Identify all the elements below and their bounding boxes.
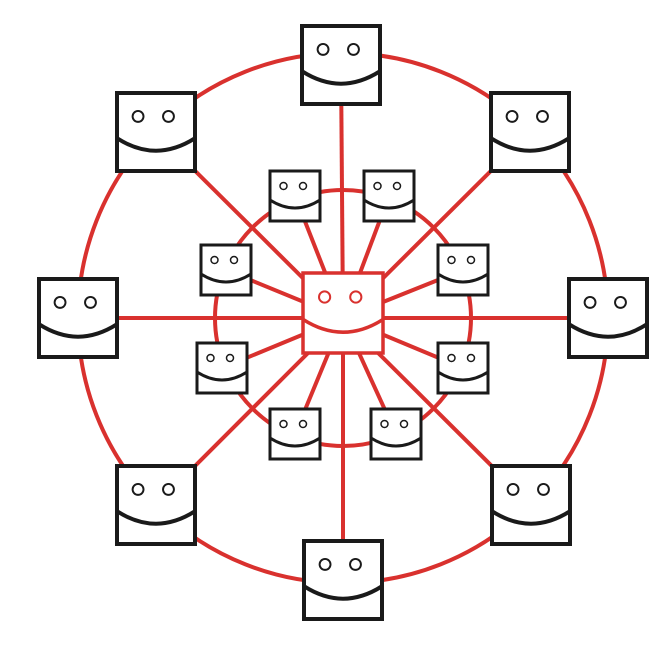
right-eye-icon xyxy=(399,419,409,429)
smile-mouth-icon xyxy=(370,436,422,448)
face-box xyxy=(37,277,119,359)
left-eye-icon xyxy=(316,42,330,56)
left-eye-icon xyxy=(279,419,288,429)
left-eye-icon xyxy=(279,181,288,191)
right-eye-icon xyxy=(84,295,97,309)
smile-mouth-icon xyxy=(490,509,572,526)
right-eye-icon xyxy=(349,290,363,304)
left-eye-icon xyxy=(583,295,597,309)
right-eye-icon xyxy=(392,181,402,191)
inner-face-node-4 xyxy=(436,243,490,297)
smile-mouth-icon xyxy=(200,272,252,284)
inner-face-node-5 xyxy=(195,341,249,395)
smile-mouth-icon xyxy=(37,322,119,339)
left-eye-icon xyxy=(447,255,456,265)
inner-face-node-7 xyxy=(268,407,322,461)
smile-mouth-icon xyxy=(437,272,489,284)
face-box xyxy=(436,341,490,395)
outer-face-node-5 xyxy=(567,277,649,359)
inner-face-node-6 xyxy=(436,341,490,395)
outer-face-node-3 xyxy=(489,91,571,173)
right-eye-icon xyxy=(298,181,308,191)
right-eye-icon xyxy=(349,557,362,571)
face-box xyxy=(195,341,249,395)
outer-face-node-7 xyxy=(490,464,572,546)
left-eye-icon xyxy=(210,255,219,265)
smile-mouth-icon xyxy=(489,136,571,153)
left-eye-icon xyxy=(447,353,456,363)
right-eye-icon xyxy=(614,295,627,309)
inner-face-node-1 xyxy=(268,169,322,223)
inner-ring-circle xyxy=(213,188,473,448)
smile-mouth-icon xyxy=(115,136,197,153)
smile-mouth-icon xyxy=(196,370,248,382)
outer-face-node-8 xyxy=(302,539,384,621)
right-eye-icon xyxy=(162,109,175,123)
outer-face-node-1 xyxy=(300,24,382,106)
outer-face-node-4 xyxy=(37,277,119,359)
face-box xyxy=(490,464,572,546)
left-eye-icon xyxy=(318,557,332,571)
right-eye-icon xyxy=(466,353,476,363)
smile-mouth-icon xyxy=(363,198,415,210)
face-box xyxy=(489,91,571,173)
left-eye-icon xyxy=(380,419,389,429)
smile-mouth-icon xyxy=(302,317,384,334)
face-nodes xyxy=(37,24,649,621)
face-box xyxy=(567,277,649,359)
right-eye-icon xyxy=(229,255,239,265)
face-box xyxy=(300,24,382,106)
face-box xyxy=(115,464,197,546)
right-eye-icon xyxy=(536,109,549,123)
smile-mouth-icon xyxy=(437,370,489,382)
inner-face-node-2 xyxy=(362,169,416,223)
face-box xyxy=(302,539,384,621)
inner-face-node-8 xyxy=(369,407,423,461)
left-eye-icon xyxy=(505,109,519,123)
right-eye-icon xyxy=(466,255,476,265)
face-box xyxy=(301,271,385,355)
left-eye-icon xyxy=(131,482,145,496)
outer-face-node-2 xyxy=(115,91,197,173)
right-eye-icon xyxy=(162,482,175,496)
face-box xyxy=(369,407,423,461)
hub-face-node xyxy=(301,271,385,355)
left-eye-icon xyxy=(131,109,145,123)
face-box xyxy=(199,243,253,297)
face-box xyxy=(362,169,416,223)
right-eye-icon xyxy=(347,42,360,56)
left-eye-icon xyxy=(206,353,215,363)
left-eye-icon xyxy=(318,290,332,304)
face-box xyxy=(115,91,197,173)
smile-mouth-icon xyxy=(567,322,649,339)
smile-mouth-icon xyxy=(269,436,321,448)
face-box xyxy=(268,169,322,223)
smile-mouth-icon xyxy=(115,509,197,526)
outer-face-node-6 xyxy=(115,464,197,546)
right-eye-icon xyxy=(225,353,235,363)
face-box xyxy=(268,407,322,461)
left-eye-icon xyxy=(373,181,382,191)
inner-face-node-3 xyxy=(199,243,253,297)
smile-mouth-icon xyxy=(269,198,321,210)
right-eye-icon xyxy=(537,482,550,496)
face-box xyxy=(436,243,490,297)
left-eye-icon xyxy=(506,482,520,496)
smile-mouth-icon xyxy=(302,584,384,601)
smile-mouth-icon xyxy=(300,69,382,86)
left-eye-icon xyxy=(53,295,67,309)
right-eye-icon xyxy=(298,419,308,429)
